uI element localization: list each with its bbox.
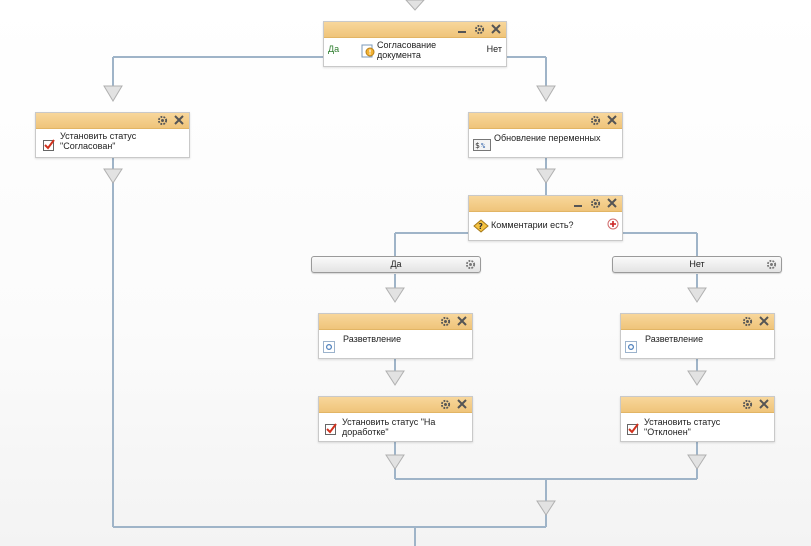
arrow-marker	[385, 370, 405, 386]
svg-text:$: $	[475, 141, 480, 150]
arrow-marker	[536, 85, 556, 102]
branch-yes[interactable]: Да	[311, 256, 481, 273]
close-icon[interactable]	[758, 315, 770, 327]
approval-action[interactable]: Да Согласование документа Нет	[323, 21, 507, 67]
approval-yes-label: Да	[328, 44, 340, 54]
action-header[interactable]	[469, 196, 622, 212]
variables-icon: $%	[473, 139, 491, 151]
fork-icon	[323, 341, 335, 353]
arrow-marker	[687, 287, 707, 303]
fork-right-title: Разветвление	[645, 334, 704, 344]
connector-arrows	[103, 0, 707, 516]
minimize-icon[interactable]	[572, 197, 584, 209]
arrow-marker	[103, 85, 123, 102]
gear-icon[interactable]	[766, 259, 777, 275]
action-header[interactable]	[324, 22, 506, 38]
set-rejected-action[interactable]: Установить статус "Отклонен"	[620, 396, 775, 442]
close-icon[interactable]	[606, 197, 618, 209]
checkbox-checked-icon	[627, 423, 639, 435]
svg-text:?: ?	[478, 222, 483, 231]
minimize-icon[interactable]	[456, 23, 468, 35]
set-rejected-title: Установить статус "Отклонен"	[644, 417, 721, 437]
action-header[interactable]	[621, 397, 774, 413]
arrow-marker	[385, 287, 405, 303]
fork-left-action[interactable]: Разветвление	[318, 313, 473, 359]
gear-icon[interactable]	[156, 114, 168, 126]
gear-icon[interactable]	[439, 398, 451, 410]
fork-left-title: Разветвление	[343, 334, 402, 344]
action-header[interactable]	[469, 113, 622, 129]
fork-icon	[625, 341, 637, 353]
svg-text:%: %	[481, 142, 486, 150]
action-header[interactable]	[319, 397, 472, 413]
add-icon[interactable]	[607, 218, 619, 230]
arrow-marker	[536, 500, 556, 516]
approval-title: Согласование документа	[377, 40, 437, 60]
arrow-marker	[536, 168, 556, 184]
gear-icon[interactable]	[589, 197, 601, 209]
branch-no-label: Нет	[689, 259, 705, 269]
arrow-marker	[687, 370, 707, 386]
fork-right-action[interactable]: Разветвление	[620, 313, 775, 359]
gear-icon[interactable]	[439, 315, 451, 327]
gear-icon[interactable]	[741, 398, 753, 410]
close-icon[interactable]	[456, 398, 468, 410]
approval-no-label: Нет	[486, 44, 502, 54]
arrow-marker	[385, 454, 405, 470]
close-icon[interactable]	[606, 114, 618, 126]
close-icon[interactable]	[490, 23, 502, 35]
action-header[interactable]	[36, 113, 189, 129]
set-rework-title: Установить статус "На доработке"	[342, 417, 436, 437]
update-variables-action[interactable]: $% Обновление переменных	[468, 112, 623, 158]
document-approval-icon	[361, 44, 375, 58]
set-approved-title: Установить статус "Согласован"	[60, 131, 137, 151]
arrow-marker	[103, 168, 123, 184]
close-icon[interactable]	[758, 398, 770, 410]
update-variables-title: Обновление переменных	[494, 133, 601, 143]
action-header[interactable]	[319, 314, 472, 330]
checkbox-checked-icon	[325, 423, 337, 435]
arrow-marker	[405, 0, 425, 11]
gear-icon[interactable]	[465, 259, 476, 275]
question-condition-icon: ?	[473, 219, 489, 233]
branch-no[interactable]: Нет	[612, 256, 782, 273]
set-rework-action[interactable]: Установить статус "На доработке"	[318, 396, 473, 442]
comments-title: Комментарии есть?	[491, 220, 574, 230]
action-header[interactable]	[621, 314, 774, 330]
gear-icon[interactable]	[473, 23, 485, 35]
comments-condition-action[interactable]: ? Комментарии есть?	[468, 195, 623, 241]
checkbox-checked-icon	[43, 139, 55, 151]
gear-icon[interactable]	[741, 315, 753, 327]
branch-yes-label: Да	[390, 259, 402, 269]
gear-icon[interactable]	[589, 114, 601, 126]
set-approved-action[interactable]: Установить статус "Согласован"	[35, 112, 190, 158]
connector-lines	[112, 0, 698, 546]
arrow-marker	[687, 454, 707, 470]
close-icon[interactable]	[173, 114, 185, 126]
close-icon[interactable]	[456, 315, 468, 327]
